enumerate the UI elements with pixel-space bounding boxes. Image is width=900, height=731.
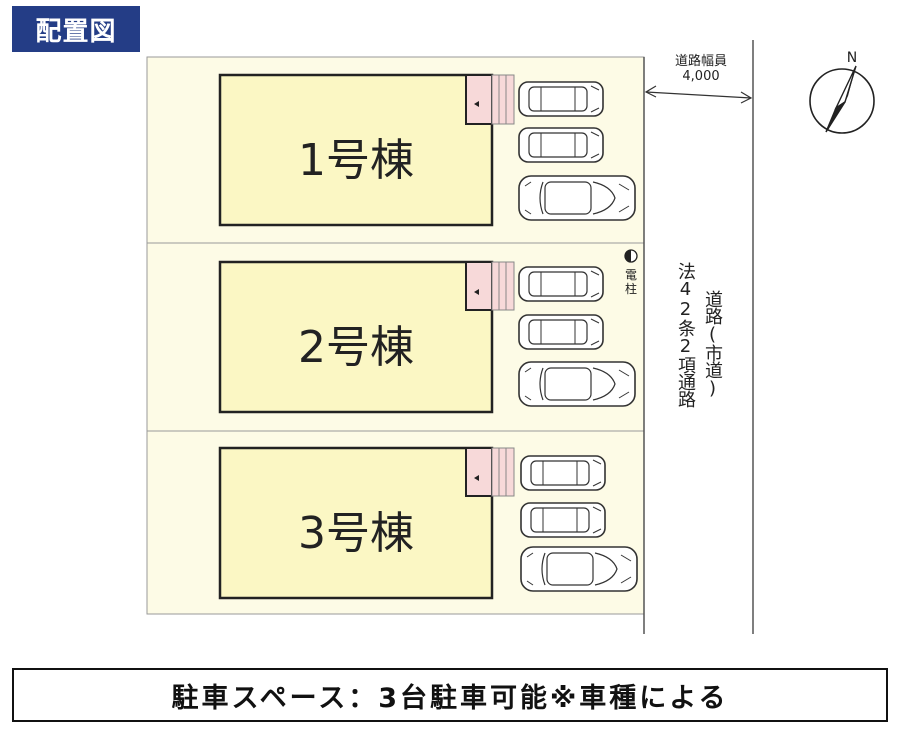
road-width-label: 道路幅員 4,000 (655, 54, 747, 84)
entrance-1 (465, 74, 515, 125)
car-icon (518, 314, 604, 350)
road-width-dimension (644, 85, 753, 104)
utility-pole-icon (624, 249, 638, 263)
car-icon (518, 175, 636, 221)
building-2 (218, 260, 494, 414)
car-icon (520, 455, 606, 491)
compass-icon: N (809, 50, 875, 134)
car-icon (520, 546, 638, 592)
road-width-title: 道路幅員 (674, 54, 727, 69)
building-label: 2号棟 (298, 322, 414, 373)
car-icon (518, 361, 636, 407)
building-1 (218, 73, 494, 227)
compass-north-label: N (847, 50, 857, 66)
utility-pole-label: 電柱 (624, 268, 637, 296)
car-icon (518, 81, 604, 117)
building-label: 1号棟 (298, 135, 414, 186)
entrance-2 (465, 261, 515, 311)
car-icon (518, 266, 604, 302)
car-icon (520, 502, 606, 538)
building-3 (218, 446, 494, 600)
building-label: 3号棟 (298, 508, 414, 559)
car-icon (518, 127, 604, 163)
road-type-label: 道路(市道) (702, 290, 723, 398)
page-title: 配置図 (12, 6, 140, 52)
road-width-value: 4,000 (682, 69, 720, 84)
road-law-label: 法42条2項通路 (675, 262, 696, 407)
parking-note: 駐車スペース：3台駐車可能※車種による (12, 668, 888, 722)
entrance-3 (465, 447, 515, 497)
